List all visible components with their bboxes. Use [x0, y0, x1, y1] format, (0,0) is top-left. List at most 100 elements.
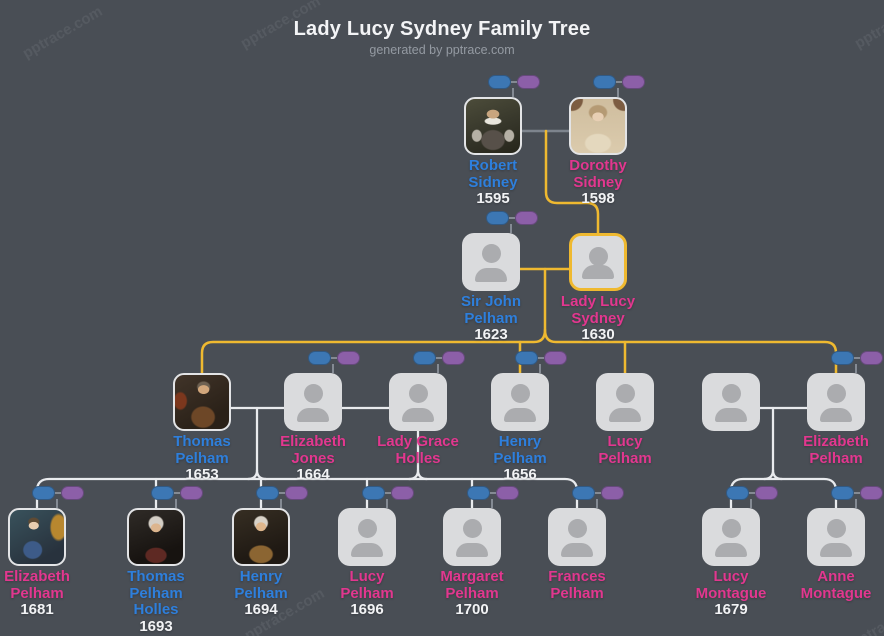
birth-year: 1693 [139, 617, 173, 635]
father-pill-icon[interactable] [32, 486, 55, 500]
father-pill-icon[interactable] [486, 211, 509, 225]
birth-year: 1630 [581, 326, 615, 343]
node-sir-john-pelham[interactable] [462, 233, 520, 291]
person-name-line: Lady Grace [377, 433, 459, 450]
father-pill-icon[interactable] [151, 486, 174, 500]
mother-pill-icon[interactable] [544, 351, 567, 365]
parents-indicator-connector [853, 492, 861, 494]
mother-pill-icon[interactable] [442, 351, 465, 365]
mother-pill-icon[interactable] [860, 486, 883, 500]
person-name-line: Pelham [445, 584, 499, 602]
parents-indicator[interactable] [831, 351, 883, 373]
node-margaret-pelham[interactable] [443, 508, 501, 566]
parents-indicator-stem [175, 499, 177, 508]
node-lucy-pelham[interactable] [596, 373, 654, 431]
node-thomas-pelham[interactable] [173, 373, 231, 431]
mother-pill-icon[interactable] [601, 486, 624, 500]
father-pill-icon[interactable] [488, 75, 511, 89]
node-robert-sidney[interactable] [464, 97, 522, 155]
father-pill-icon[interactable] [726, 486, 749, 500]
parents-indicator-stem [596, 499, 598, 508]
father-pill-icon[interactable] [831, 486, 854, 500]
father-pill-icon[interactable] [362, 486, 385, 500]
mother-pill-icon[interactable] [391, 486, 414, 500]
person-placeholder-icon [338, 508, 396, 566]
node-lucy-montague[interactable] [702, 508, 760, 566]
parents-indicator[interactable] [831, 486, 883, 508]
portrait-robert-sidney-image [466, 99, 520, 153]
node-unnamed-spouse[interactable] [702, 373, 760, 431]
father-pill-icon[interactable] [413, 351, 436, 365]
node-henry-pelham-1694[interactable] [232, 508, 290, 566]
parents-indicator[interactable] [362, 486, 414, 508]
node-elizabeth-pelham-1681[interactable] [8, 508, 66, 566]
parents-indicator-stem [437, 364, 439, 373]
parents-indicator[interactable] [486, 211, 538, 233]
parents-indicator-stem [386, 499, 388, 508]
node-lady-lucy-sydney[interactable] [569, 233, 627, 291]
birth-year: 1679 [714, 601, 748, 618]
father-pill-icon[interactable] [308, 351, 331, 365]
father-pill-icon[interactable] [256, 486, 279, 500]
person-placeholder-icon [596, 373, 654, 431]
parents-indicator[interactable] [32, 486, 84, 508]
mother-pill-icon[interactable] [755, 486, 778, 500]
mother-pill-icon[interactable] [285, 486, 308, 500]
person-name-line: Elizabeth [803, 433, 869, 450]
parents-indicator[interactable] [151, 486, 203, 508]
node-elizabeth-jones[interactable] [284, 373, 342, 431]
node-elizabeth-pelham[interactable] [807, 373, 865, 431]
father-pill-icon[interactable] [515, 351, 538, 365]
parents-indicator[interactable] [515, 351, 567, 373]
mother-pill-icon[interactable] [515, 211, 538, 225]
parents-indicator-connector [173, 492, 181, 494]
father-pill-icon[interactable] [593, 75, 616, 89]
person-name-line: Pelham [809, 449, 863, 467]
person-placeholder-icon [462, 233, 520, 291]
person-placeholder-icon [702, 373, 760, 431]
mother-pill-icon[interactable] [61, 486, 84, 500]
mother-pill-icon[interactable] [517, 75, 540, 89]
parents-indicator[interactable] [726, 486, 778, 508]
person-name-line: Pelham [10, 584, 64, 602]
father-pill-icon[interactable] [467, 486, 490, 500]
parents-indicator-connector [510, 81, 518, 83]
parents-indicator[interactable] [488, 75, 540, 97]
mother-pill-icon[interactable] [180, 486, 203, 500]
person-name-line: Pelham [464, 309, 518, 327]
person-placeholder-icon [807, 508, 865, 566]
person-name-line: Pelham [129, 584, 183, 602]
node-lady-grace-holles[interactable] [389, 373, 447, 431]
parents-indicator[interactable] [256, 486, 308, 508]
parents-indicator[interactable] [572, 486, 624, 508]
person-name-line: Lucy [349, 568, 385, 585]
person-name-line: Elizabeth [4, 568, 70, 585]
parents-indicator[interactable] [593, 75, 645, 97]
person-name-line: Anne [817, 568, 855, 585]
parents-indicator[interactable] [413, 351, 465, 373]
parents-indicator-stem [750, 499, 752, 508]
parents-indicator-connector [489, 492, 497, 494]
person-name-line: Henry [239, 568, 283, 585]
parents-indicator[interactable] [467, 486, 519, 508]
mother-pill-icon[interactable] [860, 351, 883, 365]
node-henry-pelham[interactable] [491, 373, 549, 431]
mother-pill-icon[interactable] [337, 351, 360, 365]
person-name-line: Margaret [440, 568, 504, 585]
node-dorothy-sidney[interactable] [569, 97, 627, 155]
node-frances-pelham[interactable] [548, 508, 606, 566]
mother-pill-icon[interactable] [622, 75, 645, 89]
father-pill-icon[interactable] [572, 486, 595, 500]
mother-pill-icon[interactable] [496, 486, 519, 500]
parents-indicator[interactable] [308, 351, 360, 373]
node-anne-montague[interactable] [807, 508, 865, 566]
node-lucy-pelham-1696[interactable] [338, 508, 396, 566]
node-thomas-pelham-holles[interactable] [127, 508, 185, 566]
parents-indicator-stem [280, 499, 282, 508]
father-pill-icon[interactable] [831, 351, 854, 365]
